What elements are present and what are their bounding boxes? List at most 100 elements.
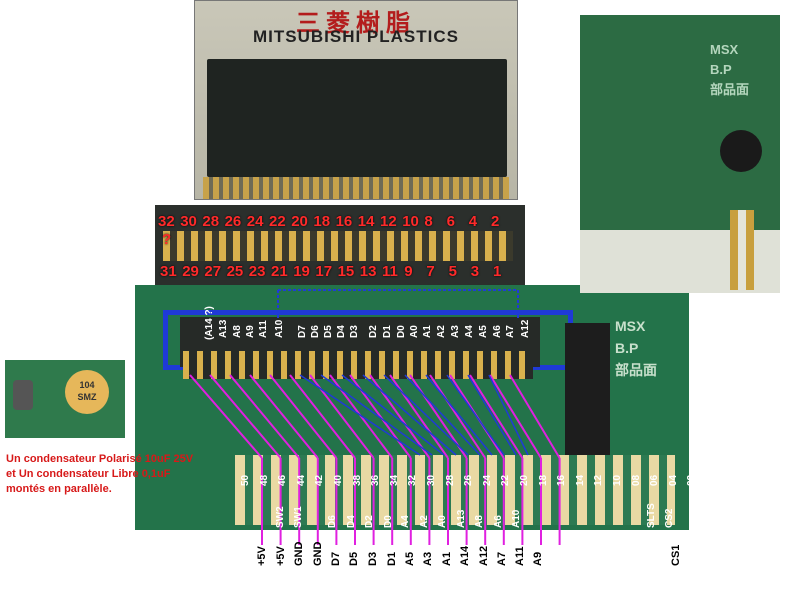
trace-line [425, 374, 493, 456]
bottom-signal-label: A11 [514, 546, 526, 566]
cartridge-edge-contacts [203, 177, 509, 199]
connector-pin-odd: 29 [182, 263, 199, 280]
pcb-signal-label: (A14 ?) [204, 306, 215, 340]
connector-pin-even: 6 [446, 213, 455, 230]
cartridge-brand-en: MITSUBISHI PLASTICS [252, 27, 459, 46]
cartridge-photo: 三菱樹脂 MITSUBISHI PLASTICS [194, 0, 518, 200]
bottom-signal-label: D1 [386, 551, 398, 566]
edge-number: 46 [277, 474, 289, 486]
pcb-marking-msx: MSX [615, 318, 646, 334]
pcb-signal-label: D3 [349, 325, 360, 338]
cartridge-brand-jp: 三菱樹脂 [296, 9, 416, 37]
edge-signal-label: A10 [511, 509, 522, 528]
edge-signal-label: SLTS [646, 503, 657, 528]
pcb-signal-label: A1 [422, 325, 433, 338]
edge-signal-label: A0 [437, 515, 448, 528]
capacitor-note-line: montés en parallèle. [6, 483, 112, 495]
trace-line [289, 374, 356, 459]
connector-photo [155, 205, 525, 285]
edge-number: 50 [240, 474, 251, 486]
trace-line [349, 374, 412, 459]
pcb-signal-label: D1 [382, 325, 393, 338]
pcb-header-pins [183, 351, 533, 379]
bottom-signal-label: A1 [441, 551, 453, 566]
connector-pin-even: 28 [202, 213, 220, 230]
trace-line [189, 374, 263, 459]
connector-unknown-mark: ? [162, 231, 172, 248]
electrolytic-capacitor [13, 380, 33, 410]
connector-pin-odd: 7 [426, 263, 435, 280]
capacitor-inset: 104 SMZ [5, 360, 125, 438]
connector-pin-even: 10 [402, 213, 419, 230]
trace-line [467, 374, 517, 456]
edge-number: 30 [426, 474, 437, 486]
edge-signal-label: A8 [474, 515, 485, 528]
trace-line [249, 374, 319, 459]
trace-line [389, 374, 449, 459]
pcb-edge-connector [235, 455, 675, 525]
edge-signal-label: D6 [327, 515, 338, 528]
edge-number: 26 [463, 474, 475, 486]
connector-pin-odd: 19 [293, 263, 310, 280]
pcb-signal-label: A0 [409, 325, 420, 338]
connector-pin-even: 12 [380, 213, 397, 230]
connector-pins [163, 231, 513, 261]
capacitor-note-line: Un condensateur Polarisé 10uF 25V [6, 453, 194, 465]
bottom-signal-label: D3 [367, 551, 379, 566]
main-pcb-photo: MSX B.P 部品面 [135, 285, 689, 530]
trace-line [489, 374, 542, 459]
edge-signal-label: D0 [383, 515, 394, 528]
trace-lines [189, 289, 561, 545]
pcb-signal-label: D7 [297, 325, 308, 338]
pcb-marking-jp: 部品面 [615, 362, 657, 378]
edge-number: 14 [574, 474, 586, 486]
edge-signal-label: A6 [493, 515, 504, 528]
edge-signal-label: A4 [400, 515, 411, 528]
ceramic-capacitor: 104 SMZ [65, 370, 109, 414]
edge-number: 02 [686, 474, 698, 486]
connector-pin-odd: 5 [448, 263, 457, 280]
pcb-signal-label: D4 [336, 325, 347, 338]
pcb-chip [565, 323, 610, 458]
pcb-signal-label: A9 [245, 325, 256, 338]
pcb-signal-label: A5 [478, 325, 489, 338]
trace-line [509, 374, 561, 459]
bottom-signal-label: A12 [478, 545, 490, 566]
edge-signal-label: D2 [364, 515, 375, 528]
trace-line [341, 374, 445, 456]
edge-number: 12 [593, 474, 605, 486]
capacitor-note-line: et Un condensateur Libre 0,1uF [6, 468, 171, 480]
edge-number: 32 [407, 474, 419, 486]
pcb-signal-label: A7 [505, 325, 516, 338]
connector-pin-odd: 3 [470, 263, 480, 280]
edge-signal-label: SW1 [293, 506, 304, 528]
connector-pin-even: 4 [468, 213, 478, 230]
connector-pin-even: 2 [491, 213, 500, 230]
trace-line [446, 374, 505, 456]
trace-line [209, 374, 282, 459]
pcb-signal-label: D6 [310, 325, 321, 338]
edge-number: 22 [500, 474, 512, 486]
pcb-signal-label: A10 [274, 319, 285, 338]
edge-number: 18 [537, 474, 549, 486]
inset-edge-fingers [730, 210, 754, 290]
edge-number: 34 [388, 474, 400, 486]
edge-number: 42 [314, 474, 326, 486]
pcb-marking: MSX B.P 部品面 [615, 315, 657, 381]
pcb-signal-label: A11 [258, 320, 269, 338]
connector-pin-even: 18 [313, 213, 331, 230]
connector-pin-odd: 17 [315, 263, 333, 280]
pcb-signal-label: D0 [396, 325, 407, 338]
bottom-signal-label: A14 [459, 545, 471, 566]
connector-pin-even: 24 [246, 213, 264, 230]
edge-number: 20 [519, 474, 530, 486]
inset-marking: MSX B.P 部品面 [710, 40, 749, 100]
pcb-signal-label: A6 [492, 325, 503, 338]
bottom-signal-label: A9 [532, 551, 544, 566]
capacitor-note: Un condensateur Polarisé 10uF 25V et Un … [6, 452, 236, 497]
connector-pin-even: 26 [224, 213, 242, 230]
edge-number: 16 [556, 474, 568, 486]
trace-line [383, 374, 469, 456]
inset-marking-bp: B.P [710, 62, 732, 77]
